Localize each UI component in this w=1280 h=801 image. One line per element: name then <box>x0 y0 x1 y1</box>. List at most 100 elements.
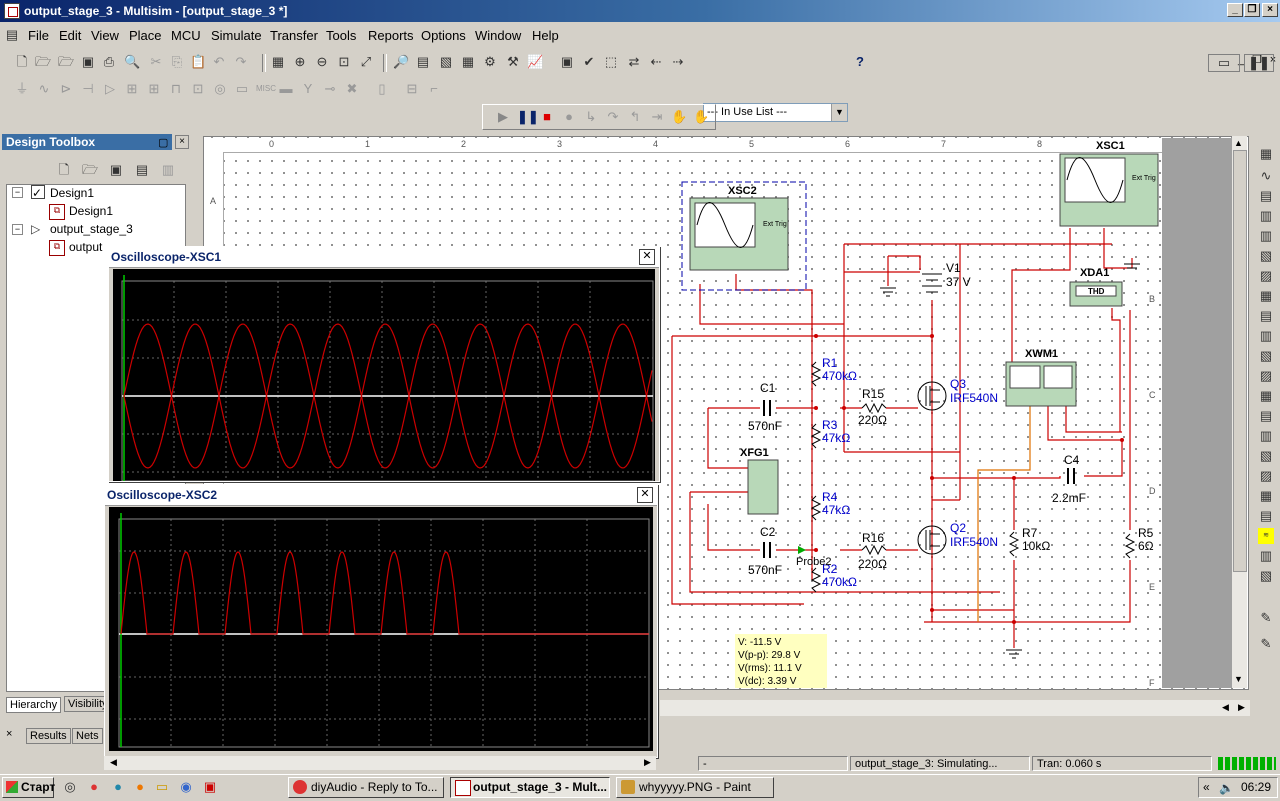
ni-elvis-icon[interactable]: ▧ <box>1259 568 1273 583</box>
new-folder-icon[interactable]: 🗋 <box>58 162 70 177</box>
close-button[interactable]: × <box>1262 3 1278 17</box>
spectrum-analyzer-icon[interactable]: ▦ <box>1259 388 1273 403</box>
scroll-left-icon[interactable]: ◀ <box>110 757 117 767</box>
place-basic-icon[interactable]: ∿ <box>38 81 50 96</box>
tab-hierarchy[interactable]: Hierarchy <box>6 697 62 713</box>
place-power-icon[interactable]: ▭ <box>235 81 249 96</box>
close-spreadsheet-icon[interactable]: × <box>6 728 13 740</box>
oscilloscope-icon[interactable]: ▥ <box>1259 208 1273 223</box>
stop-icon[interactable]: ■ <box>543 109 551 124</box>
instrument-view-icon[interactable]: ▭ <box>1208 54 1240 72</box>
quicklaunch-chrome-icon[interactable]: ● <box>90 779 98 794</box>
agilent-generator-icon[interactable]: ▥ <box>1259 428 1273 443</box>
run-icon[interactable]: ▶ <box>498 109 508 124</box>
design-toolbox-icon[interactable]: ▧ <box>439 54 453 69</box>
spreadsheet-icon[interactable]: ▤ <box>416 54 430 69</box>
scroll-thumb[interactable] <box>1233 150 1247 572</box>
taskbar-task-paint[interactable]: whyyyyy.PNG - Paint <box>616 777 774 798</box>
quicklaunch-firefox-icon[interactable]: ● <box>136 779 144 794</box>
start-button[interactable]: Старт <box>2 777 55 798</box>
logic-analyzer-icon[interactable]: ▤ <box>1259 308 1273 323</box>
grid-icon[interactable]: ▦ <box>461 54 475 69</box>
place-cmos-icon[interactable]: ⊞ <box>148 81 160 96</box>
zoom-fit-icon[interactable]: ⤢ <box>360 54 372 69</box>
chevron-down-icon[interactable]: ▼ <box>831 104 847 121</box>
menu-file[interactable]: File <box>28 28 49 43</box>
pen-tool-icon[interactable]: ✎ <box>1260 636 1272 651</box>
component-wizard-icon[interactable]: ⚒ <box>507 54 519 69</box>
tree-expander[interactable]: − <box>12 224 23 235</box>
back-annotate-icon[interactable]: ⇠ <box>650 54 662 69</box>
place-diode-icon[interactable]: ⊳ <box>60 81 72 96</box>
oscilloscope-xsc2-titlebar[interactable]: Oscilloscope-XSC2 ✕ <box>105 485 657 506</box>
word-generator-icon[interactable]: ▦ <box>1259 288 1273 303</box>
open-folder-icon[interactable]: 🗁 <box>82 162 99 177</box>
help-icon[interactable]: ? <box>856 54 864 69</box>
menu-tools[interactable]: Tools <box>326 28 357 43</box>
menu-view[interactable]: View <box>91 28 119 43</box>
maximize-button[interactable]: ❐ <box>1244 3 1260 17</box>
new-sheet-icon[interactable]: ▤ <box>135 162 149 177</box>
place-source-icon[interactable]: ⏚ <box>15 81 29 96</box>
network-analyzer-icon[interactable]: ▤ <box>1259 408 1273 423</box>
quicklaunch-browser-icon[interactable]: ● <box>114 779 122 794</box>
place-rf-icon[interactable]: Y <box>303 81 313 96</box>
print-preview-icon[interactable]: 🔍 <box>124 54 141 69</box>
place-misc-digital-icon[interactable]: ⊓ <box>170 81 182 96</box>
place-indicator-icon[interactable]: ◎ <box>214 81 226 96</box>
hierarchical-block-icon[interactable]: ▯ <box>378 81 386 96</box>
checkmark-icon[interactable]: ✔ <box>583 54 595 69</box>
step-over-icon[interactable]: ↷ <box>607 109 619 124</box>
scroll-left-icon[interactable]: ◀ <box>1222 702 1229 712</box>
menu-transfer[interactable]: Transfer <box>270 28 318 43</box>
menu-simulate[interactable]: Simulate <box>211 28 262 43</box>
measurement-probe-icon[interactable]: ≋ <box>1258 528 1274 544</box>
place-misc-icon[interactable]: MISC <box>256 84 276 93</box>
close-toolbox-icon[interactable]: × <box>175 135 189 149</box>
tab-visibility[interactable]: Visibility <box>64 696 112 712</box>
save-design-icon[interactable]: ▣ <box>109 162 123 177</box>
wire-icon[interactable]: ⌐ <box>430 81 438 96</box>
place-transistor-icon[interactable]: ⊣ <box>82 81 94 96</box>
step-out-icon[interactable]: ↰ <box>629 109 641 124</box>
place-mixed-icon[interactable]: ⊡ <box>192 81 204 96</box>
function-generator-icon[interactable]: ∿ <box>1260 168 1272 183</box>
quicklaunch-multisim-icon[interactable]: ▣ <box>203 779 217 794</box>
toggle-fullscreen-icon[interactable]: ▦ <box>271 54 285 69</box>
open-icon[interactable]: 🗁 <box>35 54 52 69</box>
save-icon[interactable]: ▣ <box>81 54 95 69</box>
horizontal-scrollbar-top[interactable]: ◀ ▶ <box>660 700 1250 716</box>
quicklaunch-folder-icon[interactable]: ▭ <box>155 779 169 794</box>
erc-icon[interactable]: ▣ <box>560 54 574 69</box>
scroll-down-icon[interactable]: ▼ <box>1234 674 1243 684</box>
zoom-in-icon[interactable]: ⊕ <box>294 54 306 69</box>
tab-nets[interactable]: Nets <box>72 728 103 744</box>
bode-plotter-icon[interactable]: ▧ <box>1259 248 1273 263</box>
step-into-icon[interactable]: ↳ <box>585 109 597 124</box>
tree-item-design1-sheet[interactable]: Design1 <box>69 204 114 218</box>
forward-annotate-icon[interactable]: ⇢ <box>672 54 684 69</box>
place-electromech-icon[interactable]: ⊸ <box>324 81 336 96</box>
tree-item-output-stage-3[interactable]: output_stage_3 <box>50 222 133 236</box>
tree-item-output-sheet[interactable]: output <box>69 240 103 254</box>
taskbar-task-multisim[interactable]: output_stage_3 - Mult... <box>450 777 610 798</box>
probe-tool-icon[interactable]: ✎ <box>1260 610 1272 625</box>
app-icon[interactable] <box>4 3 20 19</box>
tab-results[interactable]: Results <box>26 728 71 744</box>
place-analog-icon[interactable]: ▷ <box>105 81 115 96</box>
oscilloscope-xsc1-window[interactable]: Oscilloscope-XSC1 ✕ <box>108 246 660 482</box>
multimeter-icon[interactable]: ▦ <box>1259 146 1273 161</box>
wattmeter-icon[interactable]: ▤ <box>1259 188 1273 203</box>
bus-icon[interactable]: ⊟ <box>406 81 418 96</box>
open-sample-icon[interactable]: 🗁 <box>58 54 75 69</box>
frequency-counter-icon[interactable]: ▨ <box>1259 268 1273 283</box>
grapher-icon[interactable]: 📈 <box>527 54 544 69</box>
pin-icon[interactable]: ▢ <box>158 137 169 149</box>
distortion-analyzer-icon[interactable]: ▨ <box>1259 368 1273 383</box>
tektronix-oscilloscope-icon[interactable]: ▦ <box>1259 488 1273 503</box>
scroll-right-icon[interactable]: ▶ <box>1238 702 1245 712</box>
find-icon[interactable]: 🔎 <box>393 54 410 69</box>
menu-reports[interactable]: Reports <box>368 28 414 43</box>
oscilloscope-xsc1-titlebar[interactable]: Oscilloscope-XSC1 ✕ <box>109 247 659 268</box>
copy-icon[interactable]: ⎘ <box>171 54 183 69</box>
